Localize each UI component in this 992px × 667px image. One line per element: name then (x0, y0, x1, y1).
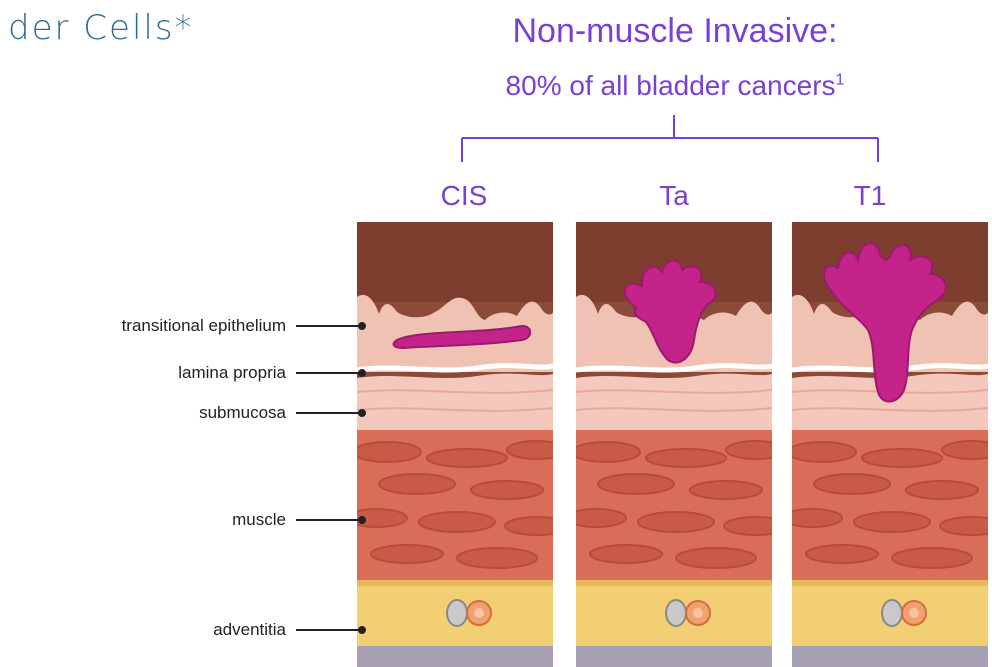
leader-dot-submucosa (358, 409, 366, 417)
leader-dot-lamina-propria (358, 369, 366, 377)
leader-dot-epithelium (358, 322, 366, 330)
leader-dot-muscle (358, 516, 366, 524)
leader-dot-adventitia (358, 626, 366, 634)
